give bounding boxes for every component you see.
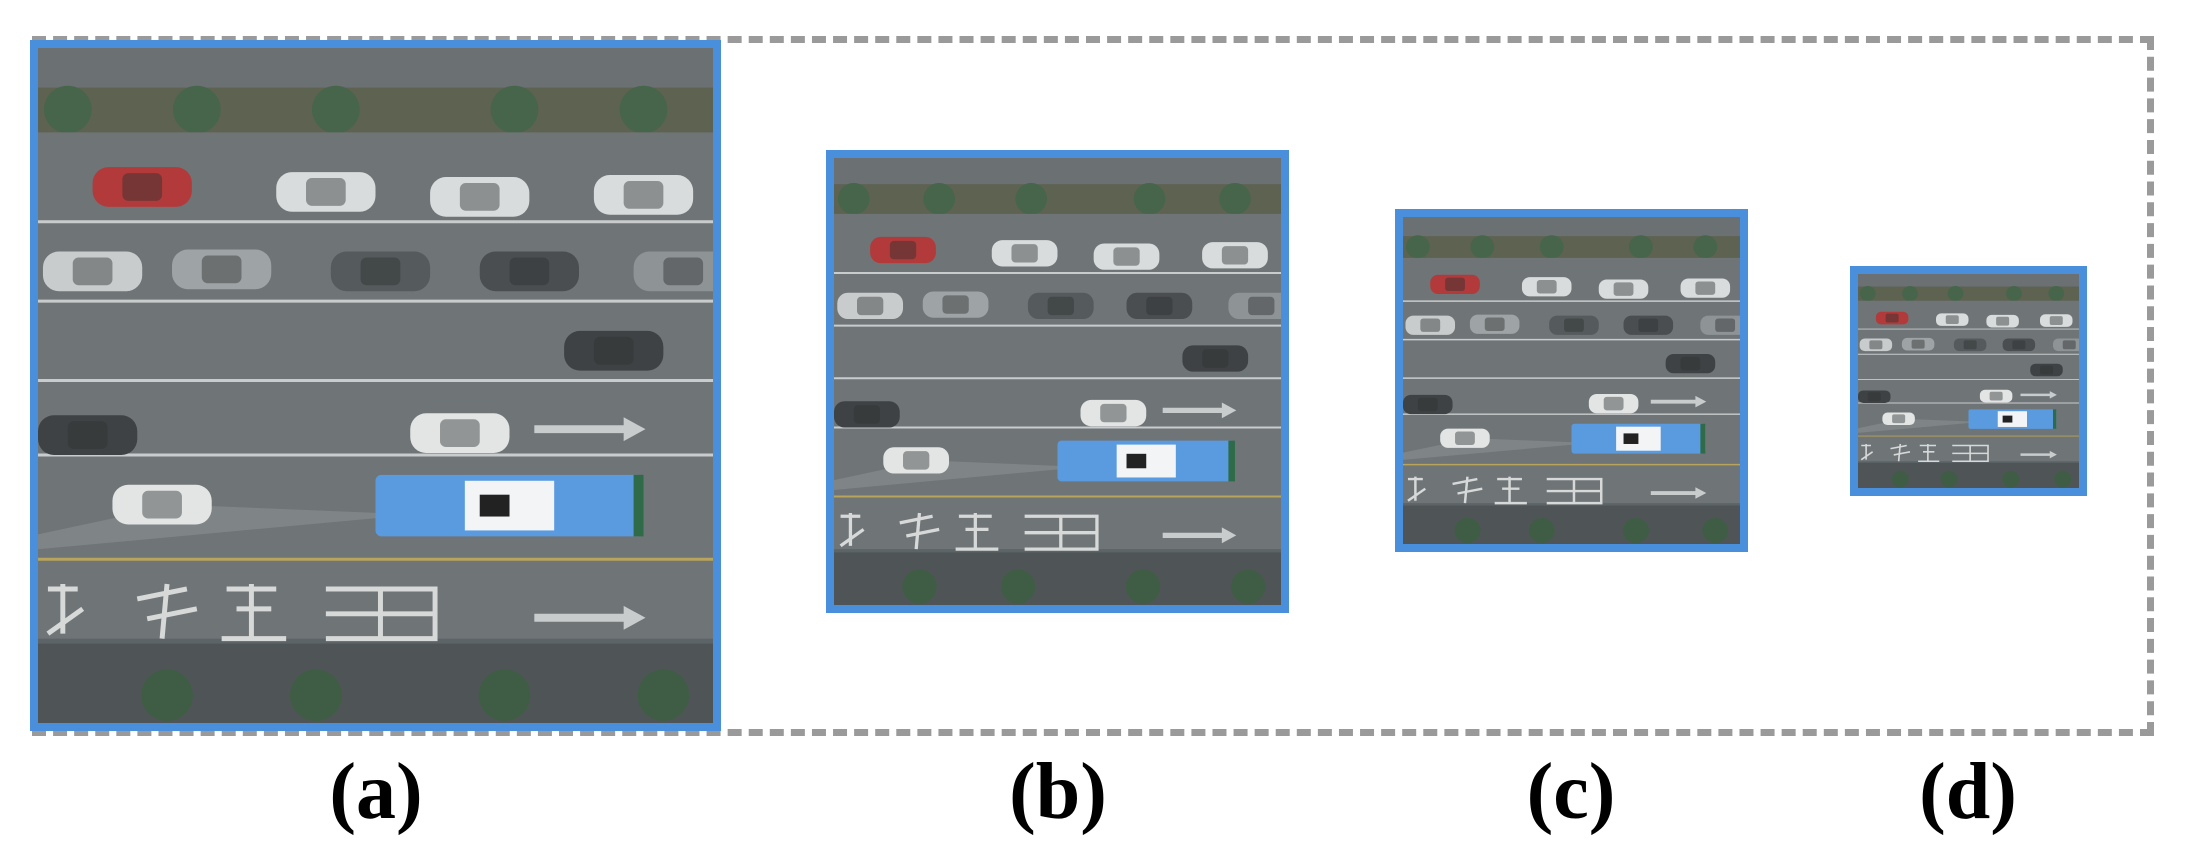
caption-a: (a) — [329, 748, 423, 836]
aerial-image-panel-d — [1850, 266, 2087, 496]
aerial-road-scene-b — [834, 158, 1281, 605]
aerial-road-scene-a — [38, 48, 713, 723]
aerial-image-panel-a — [30, 40, 721, 731]
caption-c: (c) — [1526, 748, 1616, 836]
caption-b: (b) — [1009, 748, 1107, 836]
aerial-road-scene-c — [1403, 217, 1740, 544]
caption-d: (d) — [1919, 748, 2017, 836]
aerial-image-panel-c — [1395, 209, 1748, 552]
aerial-image-panel-b — [826, 150, 1289, 613]
aerial-road-scene-d — [1858, 274, 2079, 488]
